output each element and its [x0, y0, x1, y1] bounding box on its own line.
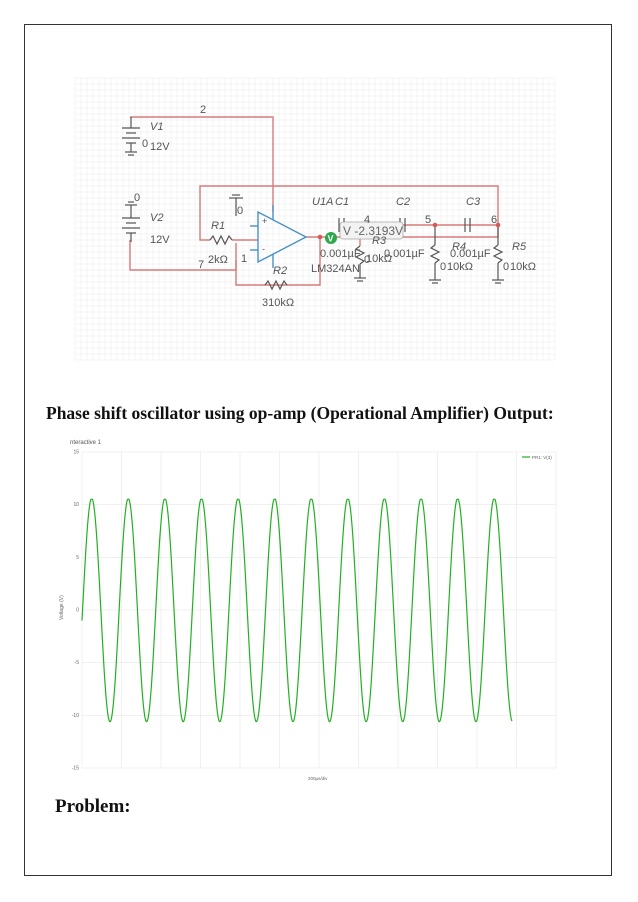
label-r1: R1 — [211, 220, 225, 232]
probe-reading: V -2.3193V — [343, 224, 403, 238]
label-node-0b: 0 — [134, 192, 140, 204]
label-c1: C1 — [335, 196, 349, 208]
battery-v1 — [122, 117, 140, 156]
label-minus: - — [262, 244, 265, 254]
y-tick-label: -10 — [72, 713, 79, 719]
chart-title: nteractive 1 — [70, 440, 102, 446]
label-r3: R3 — [372, 235, 387, 247]
x-axis-label: 200µs/div — [308, 776, 328, 781]
schematic-grid — [74, 77, 556, 361]
label-plus: + — [262, 216, 267, 226]
label-v2: V2 — [150, 212, 163, 224]
probe-pr1[interactable]: V -2.3193V V — [325, 221, 404, 244]
ground-opamp — [229, 194, 243, 216]
wire-feedback-top — [199, 185, 499, 225]
label-v1: V1 — [150, 121, 163, 133]
label-node-1: 1 — [241, 253, 247, 265]
label-r4: R4 — [452, 241, 466, 253]
label-r4-value: 10kΩ — [447, 261, 473, 273]
label-node-0f: 0 — [503, 261, 509, 273]
probe-marker-icon — [325, 232, 337, 244]
label-node-4: 4 — [364, 214, 370, 226]
problem-heading: Problem: — [55, 796, 131, 817]
label-node-5: 5 — [425, 214, 431, 226]
label-c3-value: 0.001µF — [450, 248, 491, 260]
label-r5-value: 10kΩ — [510, 261, 536, 273]
label-node-2: 2 — [200, 104, 206, 116]
opamp-u1a — [250, 205, 308, 268]
y-tick-label: 15 — [73, 450, 79, 456]
y-tick-label: -15 — [72, 766, 79, 772]
capacitor-c3 — [464, 218, 471, 232]
resistor-r5 — [492, 225, 504, 284]
probe-marker-letter: V — [328, 234, 334, 244]
label-c1-value: 0.001µF — [320, 248, 361, 260]
chart-y-ticks: 15 10 5 0 -5 -10 -15 — [72, 450, 79, 772]
node-dot-output — [317, 234, 323, 240]
label-v1-value: 12V — [150, 141, 170, 153]
node-dot-5 — [432, 222, 438, 228]
label-r2: R2 — [273, 265, 287, 277]
y-tick-label: 5 — [76, 555, 79, 561]
label-c2-value: 0.001µF — [384, 248, 425, 260]
label-node-6: 6 — [491, 214, 497, 226]
label-c2: C2 — [396, 196, 410, 208]
page-border — [24, 24, 612, 876]
legend-label: PR1: V(3) — [532, 455, 552, 460]
y-tick-label: -5 — [75, 660, 80, 666]
output-heading: Phase shift oscillator using op-amp (Ope… — [46, 403, 554, 423]
resistor-r4 — [429, 225, 441, 284]
label-node-0e: 0 — [440, 261, 446, 273]
label-v2-value: 12V — [150, 234, 170, 246]
label-r5: R5 — [512, 241, 527, 253]
wire-v2-r1 — [129, 240, 237, 271]
label-u1a-part: LM324AN — [311, 263, 360, 275]
resistor-r1 — [209, 234, 233, 246]
battery-v2 — [122, 201, 140, 242]
label-c3: C3 — [466, 196, 481, 208]
label-node-0d: 0 — [364, 254, 370, 266]
label-r1-value: 2kΩ — [208, 254, 228, 266]
label-node-0c: 0 — [237, 205, 243, 217]
resistor-r2 — [264, 279, 288, 291]
label-r2-value: 310kΩ — [262, 297, 294, 309]
y-tick-label: 0 — [76, 608, 79, 614]
label-node-7: 7 — [198, 259, 204, 271]
label-u1a: U1A — [312, 196, 333, 208]
wire-r1-in — [199, 210, 210, 241]
node-dot-6 — [495, 222, 501, 228]
resistor-r3 — [354, 245, 366, 282]
y-axis-label: Voltage (V) — [59, 595, 65, 620]
chart-legend: PR1: V(3) — [522, 455, 552, 460]
label-r3-value: 10kΩ — [366, 253, 392, 265]
y-tick-label: 10 — [73, 502, 79, 508]
label-node-0a: 0 — [142, 138, 148, 150]
wire-v1-supply — [130, 116, 274, 212]
series-line-pr1 — [81, 498, 513, 723]
